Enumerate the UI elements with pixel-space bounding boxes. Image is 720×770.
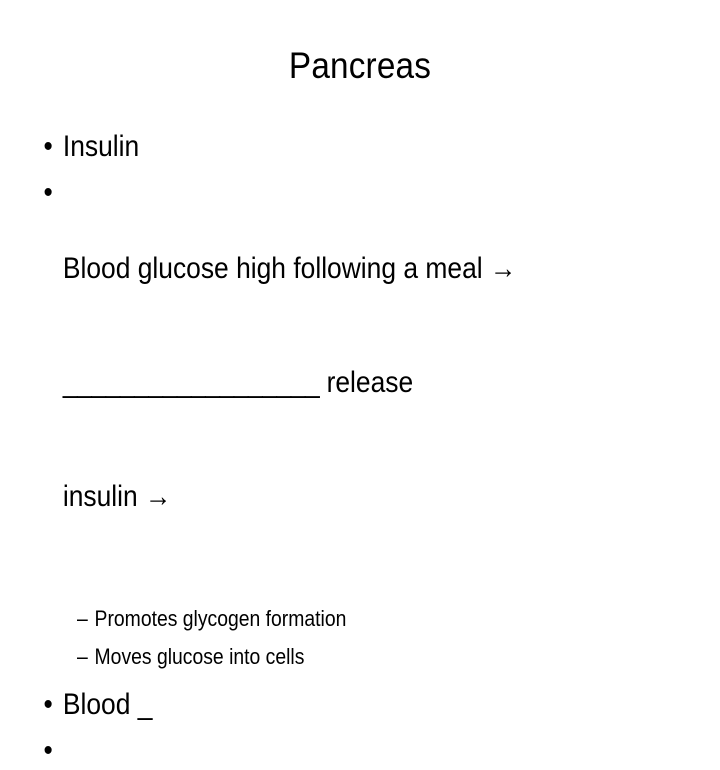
bullet-text-insulin: Insulin [62, 130, 140, 163]
spacer [40, 724, 690, 732]
spacer [40, 592, 690, 604]
bullet-text-empty [63, 732, 713, 733]
bullet-marker-icon: • [43, 130, 53, 163]
spacer [40, 166, 690, 174]
bullet-line-3: insulin → [62, 480, 172, 513]
subbullet-item-moves-glucose: – Moves glucose into cells [40, 642, 720, 672]
bullet-line-1: Blood glucose high following a meal → [62, 252, 517, 285]
bullet-item-blood-glucose: • Blood glucose high following a meal → … [40, 174, 713, 592]
subbullet-item-glycogen: – Promotes glycogen formation [40, 604, 720, 634]
dash-marker-icon: – [76, 606, 88, 631]
bullet-item-insulin: • Insulin [40, 128, 713, 166]
bullet-item-empty: • [40, 732, 713, 767]
subbullet-text-moves-glucose: Moves glucose into cells [94, 644, 305, 669]
fill-in-blank: __________________ [62, 366, 320, 399]
page-title: Pancreas [288, 45, 432, 86]
bullet-text-blood-glucose: Blood glucose high following a meal → __… [63, 174, 713, 592]
bullet-text-blood-blank: Blood _ [62, 688, 153, 721]
spacer [40, 634, 690, 642]
bullet-marker-icon: • [43, 734, 53, 767]
bullet-item-blood-blank: • Blood _ [40, 686, 713, 724]
spacer [40, 672, 690, 686]
bullet-line-2: __________________ release [63, 364, 713, 402]
bullet-marker-icon: • [43, 176, 53, 209]
bullet-marker-icon: • [43, 688, 53, 721]
subbullet-text-glycogen: Promotes glycogen formation [94, 606, 347, 631]
dash-marker-icon: – [76, 644, 88, 669]
slide-body: • Insulin • Blood glucose high following… [40, 128, 690, 767]
bullet-line-2-text: release [319, 366, 414, 399]
slide-canvas: Pancreas • Insulin • Blood glucose high … [43, 45, 517, 767]
